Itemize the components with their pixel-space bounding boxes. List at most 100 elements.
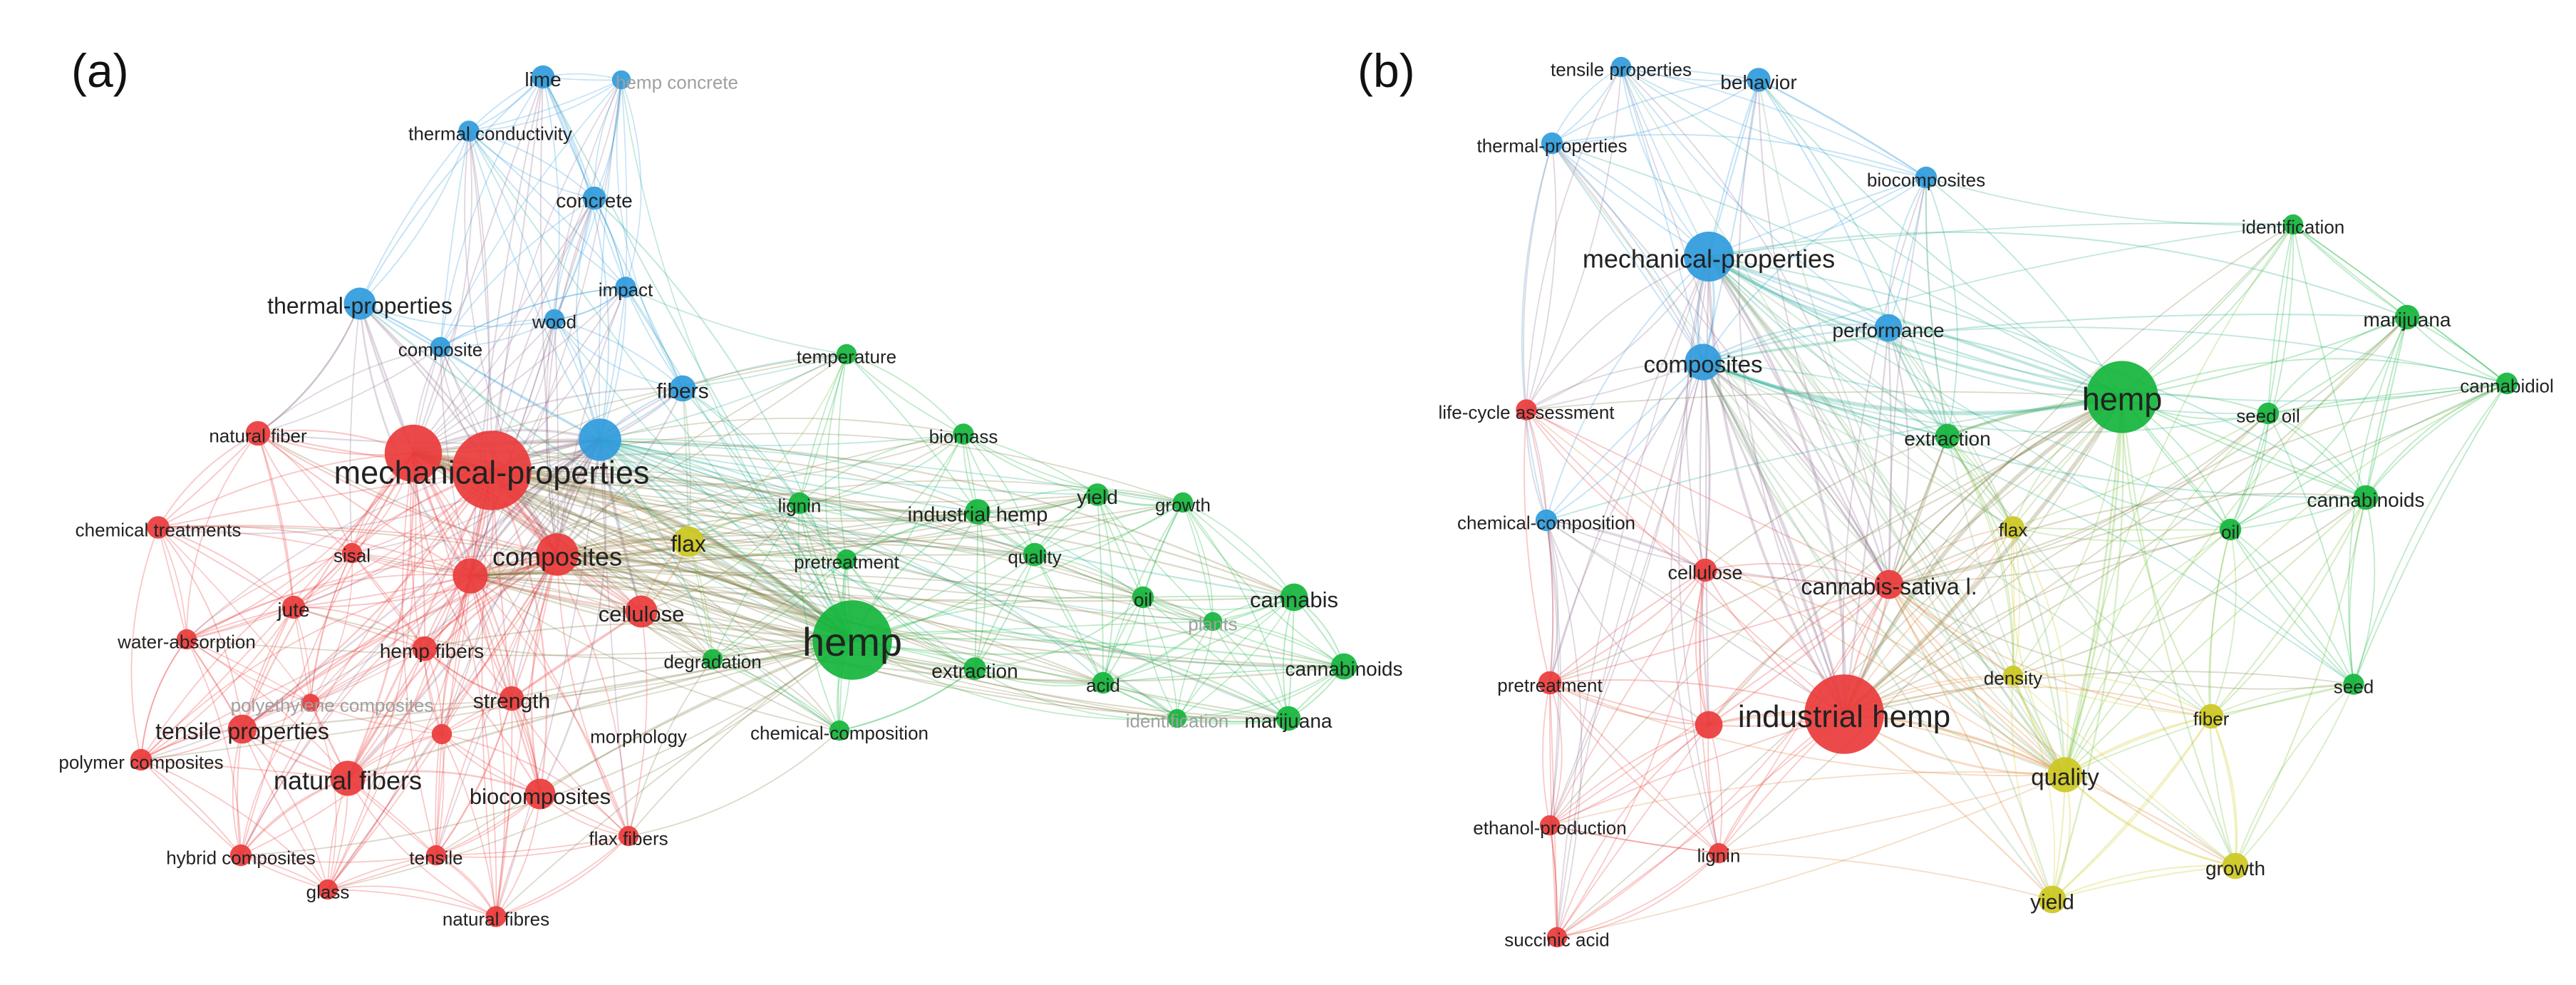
edge: [557, 287, 626, 555]
edge: [1620, 66, 1890, 585]
edge: [557, 553, 853, 641]
edge: [2012, 413, 2269, 528]
edge: [2267, 316, 2408, 414]
node-quality: [1023, 542, 1047, 567]
edge: [2230, 413, 2269, 530]
label-hemp: hemp: [802, 619, 902, 664]
edge: [1097, 494, 1144, 598]
edge: [2064, 316, 2408, 775]
edge: [1708, 256, 2054, 900]
edge: [1842, 177, 1927, 715]
edge: [846, 354, 964, 435]
edge: [2267, 383, 2508, 414]
node-polyethylene-composites: [301, 693, 320, 712]
edge: [554, 197, 595, 320]
edge: [599, 439, 1178, 719]
edge: [852, 502, 1184, 641]
node-red-small: [1695, 711, 1723, 739]
edge: [2230, 224, 2295, 530]
edge: [2011, 675, 2053, 900]
edge: [1526, 409, 1890, 585]
edge: [2235, 684, 2354, 867]
edge: [413, 452, 689, 543]
edge: [1546, 520, 1706, 571]
edge: [846, 559, 976, 669]
node-lignin: [788, 492, 811, 515]
edge: [468, 130, 595, 199]
edge: [824, 354, 853, 641]
edge: [491, 79, 622, 471]
edge: [1708, 222, 2294, 257]
edge: [140, 759, 242, 856]
node-oil: [2219, 518, 2242, 541]
label-hybrid-composites: hybrid composites: [166, 847, 316, 868]
edge: [1282, 597, 1295, 719]
edge: [2064, 224, 2294, 775]
edge: [1142, 597, 1178, 719]
edge: [186, 639, 311, 703]
edge: [688, 541, 847, 560]
edge: [469, 575, 542, 795]
edge: [557, 554, 976, 669]
edge: [240, 470, 492, 856]
edge: [2349, 497, 2366, 685]
edge: [470, 574, 1295, 602]
edge: [1702, 326, 1889, 363]
edge: [2064, 715, 2212, 775]
edge: [2210, 716, 2238, 867]
edge: [359, 303, 555, 328]
edge: [470, 575, 629, 837]
edge: [1549, 825, 1558, 938]
edge: [2210, 716, 2237, 867]
edge: [1549, 361, 1704, 826]
edge: [1702, 361, 2123, 413]
edge: [799, 502, 978, 513]
label-natural-fiber: natural fiber: [209, 425, 307, 446]
edge: [157, 527, 294, 608]
edge: [1182, 502, 1295, 598]
edge: [625, 287, 683, 389]
edge: [1620, 66, 1927, 178]
edge: [974, 511, 986, 669]
label-chemical-composition: chemical-composition: [750, 722, 929, 743]
node-growth: [1172, 492, 1194, 513]
edge: [594, 197, 853, 641]
node-extraction: [1935, 423, 1960, 449]
edge: [1888, 327, 2014, 528]
edge: [1546, 520, 1706, 571]
edge: [440, 319, 555, 348]
node-natural-fiber: [245, 421, 271, 446]
edge: [1708, 256, 2014, 528]
edge: [468, 130, 555, 320]
edge: [327, 575, 471, 890]
edge: [1699, 361, 1710, 726]
edge: [1702, 361, 1711, 571]
edge: [2012, 675, 2236, 867]
node-performance: [1874, 314, 1903, 342]
edge: [470, 79, 622, 577]
edge: [468, 130, 853, 641]
edge: [974, 597, 1144, 669]
edge: [2121, 316, 2408, 398]
label-cannabinoids: cannabinoids: [2307, 489, 2424, 511]
edge: [1212, 621, 1289, 719]
node-chemical-treatments: [147, 516, 170, 539]
edge: [293, 607, 425, 649]
node-succinic-acid: [1546, 927, 1568, 948]
node-concrete: [582, 186, 606, 210]
edge: [240, 575, 471, 856]
edge: [140, 759, 329, 890]
edge: [495, 835, 629, 917]
edge: [974, 668, 1104, 687]
edge: [1526, 409, 1845, 715]
label-mechanical-properties: mechanical-properties: [334, 454, 650, 490]
label-mechanical-properties: mechanical-properties: [1583, 244, 1835, 274]
node-mechanical-properties: [1684, 232, 1734, 282]
panel-b-letter: (b): [1357, 44, 1415, 97]
edge: [2052, 716, 2212, 900]
edge: [491, 76, 544, 471]
edge: [599, 438, 978, 513]
label-strength: strength: [473, 690, 550, 713]
edge: [557, 388, 683, 555]
edge: [1842, 395, 2124, 716]
